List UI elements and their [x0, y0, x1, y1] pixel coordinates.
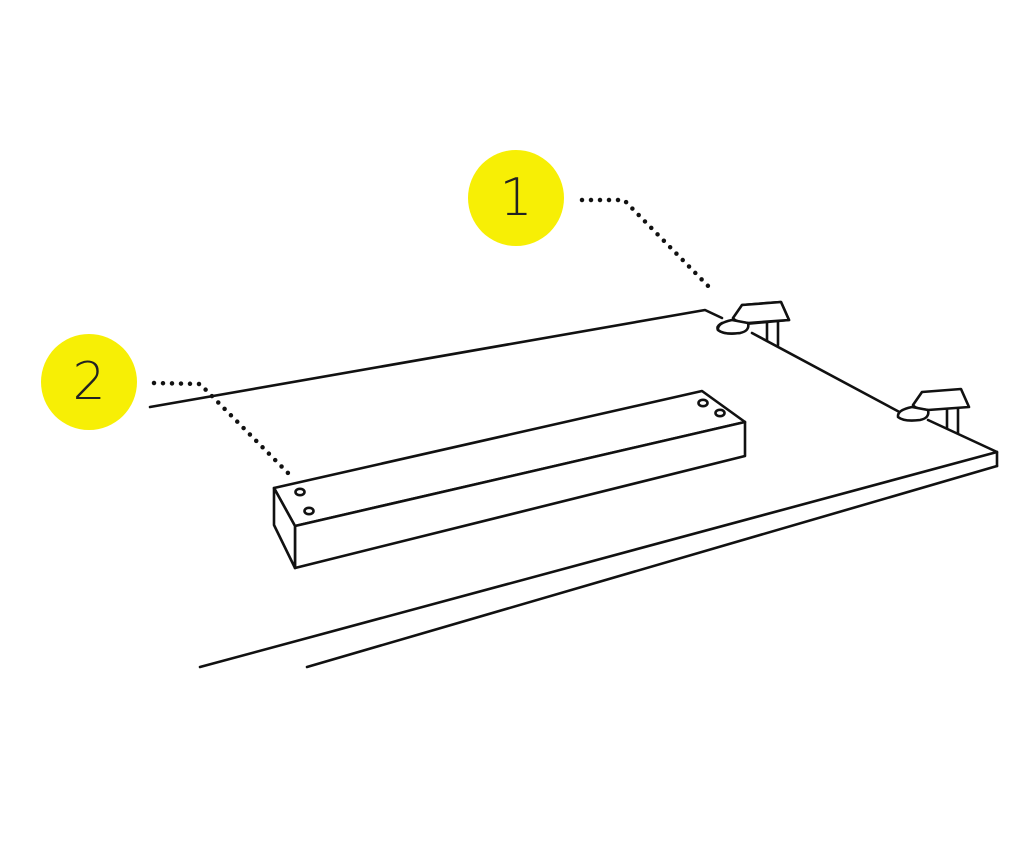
callout-1-label: 1	[499, 168, 533, 228]
clip-1	[716, 300, 791, 347]
callout-2: 2	[41, 334, 137, 430]
callout-2-label: 2	[72, 352, 106, 412]
board-panel	[148, 308, 999, 669]
clip-2	[896, 387, 971, 435]
leader-line-2	[151, 380, 291, 476]
leader-line-1	[579, 197, 715, 293]
wooden-bar	[272, 389, 747, 570]
callout-1: 1	[468, 150, 564, 246]
